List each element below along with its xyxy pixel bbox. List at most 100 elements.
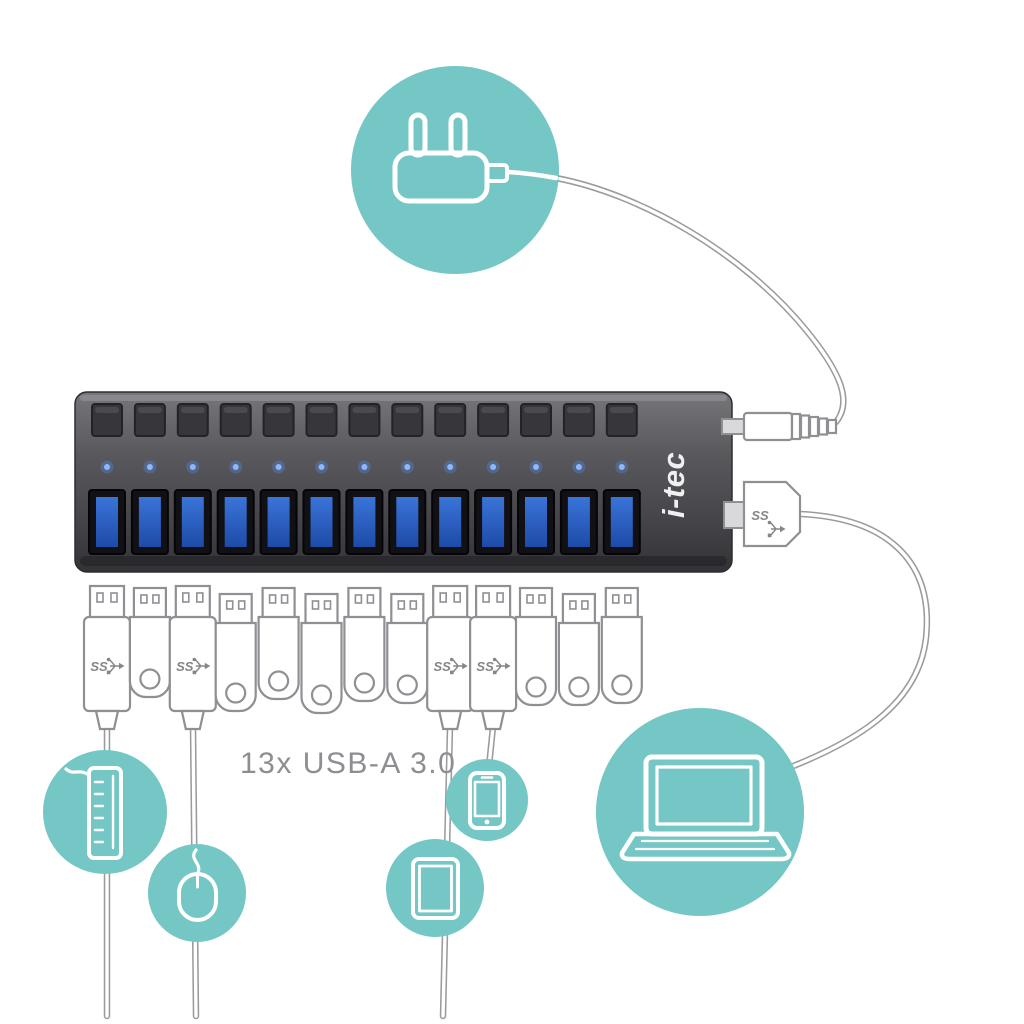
power-plug-icon — [392, 112, 559, 204]
hub-bottom-shade — [80, 556, 727, 566]
usb-connector-shield — [518, 586, 554, 620]
usb-b-plug-icon: SS — [723, 480, 802, 548]
usb-port-tab — [96, 497, 118, 547]
usb-connector-contact-hole — [581, 600, 589, 610]
usb-connector-idle — [257, 586, 300, 701]
usb-connector-shield — [604, 586, 639, 620]
mouse-cable — [192, 848, 201, 876]
usb-port-tab — [610, 497, 633, 547]
usb-connector-idle — [514, 586, 558, 707]
usb-connector-contact-hole — [623, 594, 632, 604]
led-indicator — [404, 464, 411, 470]
usb3-ss-label: SS — [751, 508, 769, 523]
usb-connector-body — [214, 621, 257, 713]
usb-connector-contact-hole — [280, 594, 289, 604]
phone-screen — [473, 780, 501, 818]
usb-connector-hole — [225, 682, 247, 704]
hub-button — [133, 403, 166, 437]
drive-pigtail-cable — [64, 767, 91, 777]
drive-body — [87, 766, 123, 860]
led-indicator — [146, 464, 153, 470]
hub-button-highlight — [137, 407, 162, 413]
usb-connector-body — [600, 615, 643, 705]
usb-connector-shield — [304, 592, 339, 626]
cable-strain-relief — [180, 709, 206, 731]
hub-button-highlight — [395, 407, 420, 413]
usb-connector-hole — [611, 674, 633, 696]
usb-connector-hole — [525, 676, 547, 698]
led-indicator — [275, 464, 282, 470]
tablet-screen — [418, 864, 453, 913]
hub-ports-row — [88, 489, 641, 555]
usb-connector-body — [257, 615, 300, 701]
usb-b-body — [742, 480, 802, 548]
usb-plug-contact-hole — [482, 592, 490, 603]
usb-connector-hole — [568, 676, 590, 698]
hub-button — [348, 403, 381, 437]
hub-button-highlight — [609, 407, 634, 413]
hub-button-highlight — [309, 407, 334, 413]
dc-jack-ridge — [808, 415, 820, 438]
usb-hub: i-tec — [74, 391, 733, 573]
usb-b-tip — [723, 501, 745, 529]
usb-plug-contact-hole — [496, 592, 504, 603]
usb-connector-body — [386, 621, 429, 705]
hub-button — [520, 403, 552, 437]
cable-strain-relief — [480, 709, 506, 731]
usb-connector-idle — [600, 586, 643, 705]
usb-connector-contact-hole — [140, 594, 148, 604]
usb-connector-shield — [561, 592, 597, 626]
usb-plug-contact-hole — [453, 592, 462, 603]
usb-connector-contact-hole — [268, 594, 277, 604]
usb-connector-contact-hole — [311, 600, 320, 610]
usb-connector-shield — [132, 586, 167, 620]
usb-port-tab — [482, 497, 505, 547]
usb-port-tab — [439, 497, 462, 547]
hub-button — [91, 403, 123, 437]
usb-port-tab — [224, 497, 247, 547]
hub-button-highlight — [266, 407, 291, 413]
usb-plug-connected: SS — [82, 584, 132, 731]
dc-jack-ridge — [817, 417, 829, 436]
usb-connector-body — [343, 615, 386, 703]
cable-strain-relief — [437, 709, 463, 731]
smartphone-icon — [468, 771, 506, 830]
led-indicator — [361, 464, 368, 470]
usb-plug-contact-hole — [196, 592, 204, 603]
usb-connector-hole — [396, 674, 418, 696]
led-indicator — [533, 464, 539, 470]
cable-strain-relief — [94, 709, 120, 731]
external-drive-icon — [64, 766, 123, 860]
laptop-screen-inner — [655, 765, 753, 826]
usb-connector-contact-hole — [366, 594, 375, 604]
led-indicator — [104, 464, 110, 470]
usb-plug-contact-hole — [96, 592, 104, 603]
hub-button-highlight — [481, 407, 506, 413]
usb-connector-contact-hole — [538, 594, 546, 604]
hub-button-highlight — [438, 407, 463, 413]
usb-connector-hole — [268, 670, 290, 692]
usb-plug-shield — [475, 584, 512, 620]
usb-connector-shield — [390, 592, 425, 626]
usb-connector-contact-hole — [569, 600, 577, 610]
usb-plug-contact-hole — [182, 592, 190, 603]
led-indicator — [575, 464, 582, 470]
hub-button — [605, 403, 638, 437]
led-indicator — [490, 464, 497, 470]
dc-power-jack — [721, 411, 838, 442]
phone-home-button — [484, 819, 490, 825]
led-indicator — [189, 464, 196, 470]
usb-connector-contact-hole — [225, 600, 234, 610]
usb-plug-contact-hole — [110, 592, 118, 603]
hub-button-highlight — [95, 407, 119, 413]
ports-count-label: 13x USB-A 3.0 — [240, 747, 456, 780]
usb3-ss-label: SS — [434, 659, 452, 674]
hub-button — [176, 403, 209, 437]
hub-button — [562, 403, 595, 437]
usb-connector-idle — [557, 592, 600, 707]
usb-connector-idle — [128, 586, 171, 699]
usb-plug-shield — [88, 584, 126, 620]
